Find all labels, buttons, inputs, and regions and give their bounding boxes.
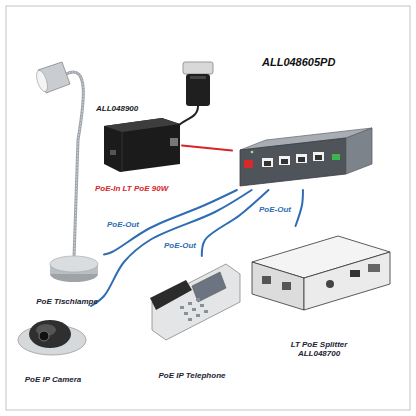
cable-label: PoE-Out: [163, 241, 197, 250]
ip-telephone-part: [150, 280, 192, 310]
poe-switch-part: [240, 138, 346, 186]
cable-label: PoE-Out: [106, 220, 140, 229]
poe-injector-part: [104, 118, 180, 172]
ip-telephone-part-part: [180, 306, 184, 309]
ip-telephone-part: [192, 272, 226, 302]
poe-splitter-part: [350, 270, 360, 277]
device-caption: ALL048900: [96, 104, 138, 113]
poe-injector-part: [170, 138, 178, 146]
poe-switch-part: [332, 154, 340, 160]
device-node: LT PoE Splitter ALL048700: [244, 226, 394, 358]
poe-switch-part: [264, 161, 271, 166]
ip-telephone-part-part: [188, 302, 192, 305]
ip-telephone-part: [180, 298, 208, 321]
poe-cable: [296, 190, 303, 226]
device-caption: PoE IP Telephone: [159, 371, 226, 380]
ip-telephone: [150, 264, 240, 340]
desk-lamp-part: [66, 72, 83, 258]
device-caption: LT PoE Splitter ALL048700: [281, 340, 357, 358]
poe-switch-part: [296, 154, 307, 163]
ip-camera-part: [29, 320, 71, 348]
poe-switch-part: [313, 152, 324, 161]
power-adapter: [178, 62, 213, 126]
poe-switch-part: [279, 156, 290, 165]
power-adapter-part: [186, 74, 210, 106]
poe-splitter-part: [326, 280, 334, 288]
device-node: ALL048605PD: [232, 126, 378, 190]
ip-camera-part: [39, 331, 49, 341]
poe-injector-part: [104, 118, 180, 132]
device-node: PoE Tischlampe: [30, 58, 104, 306]
power-adapter-part: [190, 76, 206, 79]
device-node: ALL048900: [96, 104, 182, 178]
device-node: PoE IP Camera: [14, 306, 92, 384]
model-heading: ALL048605PD: [262, 56, 335, 69]
poe-injector-part: [110, 150, 116, 155]
poe-splitter-part: [368, 264, 380, 272]
poe-splitter-part: [282, 282, 291, 290]
power-adapter-part: [183, 62, 213, 74]
poe-injector: [104, 118, 180, 172]
poe-switch-part: [251, 151, 254, 154]
desk-lamp-part: [50, 256, 98, 272]
desk-lamp-part: [66, 72, 83, 258]
poe-switch-part: [281, 159, 288, 164]
poe-splitter-part: [262, 276, 271, 284]
poe-splitter-part: [304, 252, 390, 310]
poe-switch-part: [244, 160, 253, 168]
poe-splitter: [252, 236, 390, 310]
poe-injector-part: [122, 132, 123, 172]
ip-telephone-part-part: [196, 314, 200, 317]
power-adapter-part: [178, 106, 198, 126]
device-caption: PoE Tischlampe: [36, 297, 98, 306]
desk-lamp: [34, 62, 98, 282]
frame: [6, 6, 410, 410]
poe-switch-part: [298, 157, 305, 162]
ip-telephone-part-part: [204, 310, 208, 313]
cable-label: PoE-In LT PoE 90W: [94, 184, 169, 193]
ip-telephone-part-part: [200, 304, 204, 307]
cable-label: PoE-Out: [258, 205, 292, 214]
poe-switch-part: [346, 128, 372, 174]
poe-cable: [104, 190, 237, 255]
ip-camera: [18, 320, 86, 355]
poe-switch-part: [315, 155, 322, 160]
poe-cable: [91, 190, 252, 306]
ip-telephone-part-part: [188, 318, 192, 321]
ip-telephone-part-part: [196, 298, 200, 301]
device-node: PoE IP Telephone: [142, 256, 242, 380]
ip-telephone-part-part: [184, 312, 188, 315]
ip-telephone-part-part: [192, 308, 196, 311]
poe-cable: [182, 145, 232, 150]
poe-cable: [202, 190, 269, 256]
poe-splitter-part: [252, 262, 304, 310]
poe-switch: [240, 128, 372, 186]
device-caption: PoE IP Camera: [25, 375, 82, 384]
desk-lamp-part: [34, 69, 49, 93]
poe-switch-part: [262, 158, 273, 167]
